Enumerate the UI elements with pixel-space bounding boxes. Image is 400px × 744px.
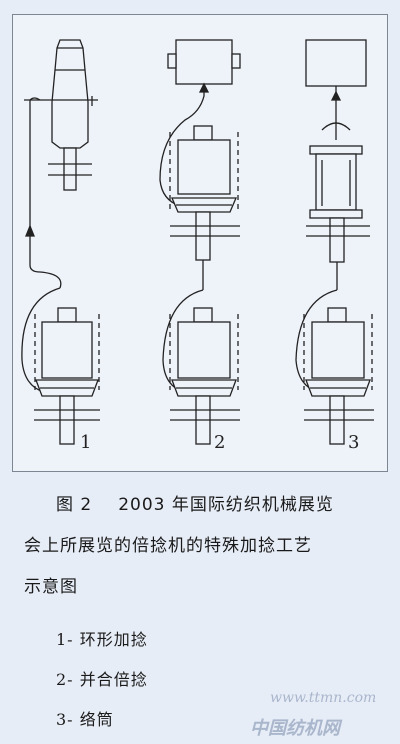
label-1: 1 bbox=[80, 432, 91, 453]
legend-item-2: 2- 并合倍捻 bbox=[56, 670, 148, 689]
legend-item-3: 3- 络筒 bbox=[56, 710, 114, 729]
feed-cone bbox=[51, 39, 89, 149]
label-3: 3 bbox=[348, 432, 359, 453]
package-winding-unit bbox=[295, 39, 374, 445]
caption-line-2: 会上所展览的倍捻机的特殊加捻工艺 bbox=[24, 536, 312, 556]
watermark-cn: 中国纺机网 bbox=[250, 718, 340, 739]
top-spindle bbox=[63, 147, 77, 191]
figure-number: 图 2 bbox=[56, 495, 93, 515]
caption-line-3: 示意图 bbox=[24, 577, 78, 597]
watermark-url: www.ttmn.com bbox=[270, 690, 377, 706]
caption-text-1: 2003 年国际纺织机械展览 bbox=[118, 495, 334, 515]
flanged-package bbox=[309, 145, 363, 155]
label-2: 2 bbox=[214, 432, 225, 453]
takeup-package bbox=[175, 39, 233, 85]
assembly-twisting-unit bbox=[159, 39, 241, 445]
caption-line-1: 图 2 2003 年国际纺织机械展览 bbox=[56, 493, 334, 517]
legend-item-1: 1- 环形加捻 bbox=[56, 630, 148, 649]
yarn-path bbox=[29, 100, 62, 289]
yarn-direction-arrow bbox=[25, 224, 35, 237]
bobbin bbox=[57, 307, 77, 323]
ring-twisting-unit bbox=[21, 39, 100, 445]
